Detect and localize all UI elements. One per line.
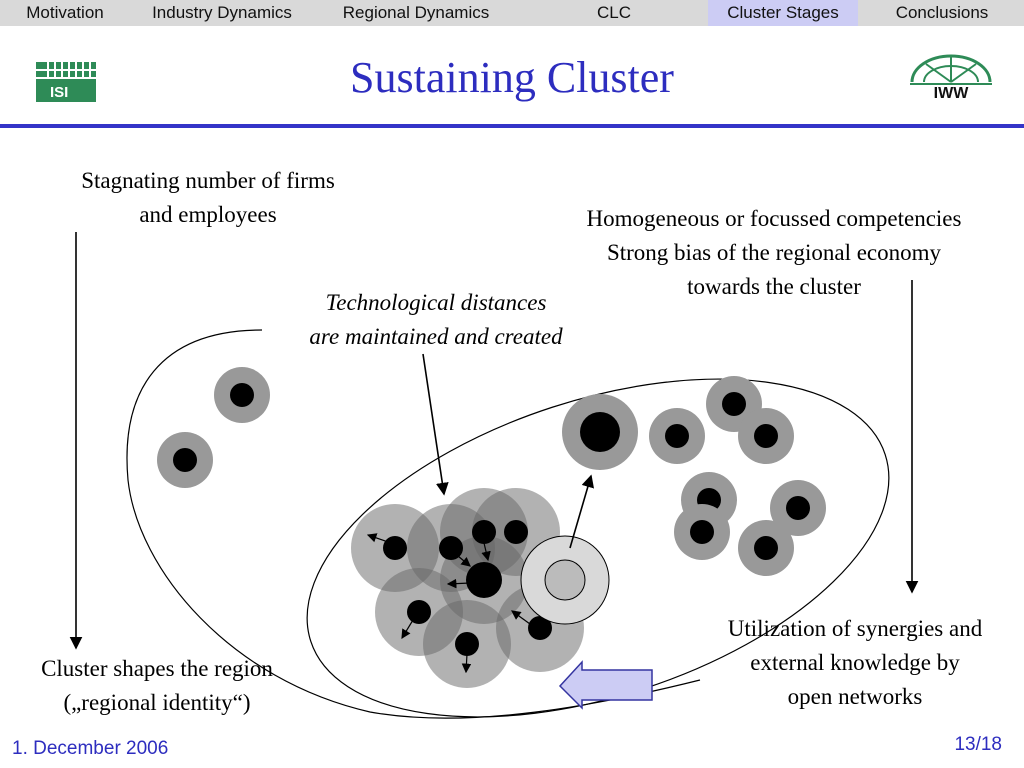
footer-date: 1. December 2006 <box>12 738 169 759</box>
annotation-center: Technological distances are maintained a… <box>268 286 604 354</box>
annotation-bottom-left-line2: („regional identity“) <box>63 690 251 715</box>
nav-cluster-stages[interactable]: Cluster Stages <box>708 0 858 26</box>
annotation-top-right-line2: Strong bias of the regional economy <box>606 240 942 265</box>
region-boundary <box>126 329 701 719</box>
annotation-bottom-right-line3: open networks <box>787 684 923 709</box>
annotation-bottom-right: Utilization of synergies and external kn… <box>692 612 1018 714</box>
annotation-top-left-line1: Stagnating number of firms <box>81 168 335 193</box>
annotation-top-left: Stagnating number of firms and employees <box>40 164 376 232</box>
open-network-arrow <box>558 660 653 710</box>
annotation-bottom-left-line1: Cluster shapes the region <box>41 656 273 681</box>
page-number: 13/18 <box>954 734 1002 755</box>
svg-text:IWW: IWW <box>934 85 970 100</box>
nav-regional-dynamics[interactable]: Regional Dynamics <box>342 3 490 22</box>
nav-industry-dynamics[interactable]: Industry Dynamics <box>152 3 292 22</box>
navigation-bar: Motivation Industry Dynamics Regional Dy… <box>0 0 1024 26</box>
annotation-arrows <box>69 232 919 650</box>
new-firm-inner <box>544 559 586 601</box>
annotation-top-right: Homogeneous or focussed competencies Str… <box>534 202 1014 304</box>
annotation-top-left-line2: and employees <box>139 202 277 227</box>
annotation-center-line1: Technological distances <box>325 290 547 315</box>
isi-logo: ISI <box>36 62 96 102</box>
svg-text:ISI: ISI <box>50 84 68 101</box>
nav-clc[interactable]: CLC <box>596 3 631 22</box>
firm-group <box>157 367 826 576</box>
annotation-top-right-line1: Homogeneous or focussed competencies <box>586 206 962 231</box>
nav-motivation[interactable]: Motivation <box>26 3 104 22</box>
core-cluster-firms <box>383 520 552 656</box>
iww-logo: IWW <box>910 54 992 100</box>
annotation-top-right-line3: towards the cluster <box>687 274 861 299</box>
annotation-center-line2: are maintained and created <box>309 324 563 349</box>
title-rule <box>0 124 1024 128</box>
annotation-bottom-left: Cluster shapes the region („regional ide… <box>4 652 310 720</box>
annotation-bottom-right-line1: Utilization of synergies and <box>727 616 983 641</box>
slide-title: Sustaining Cluster <box>350 53 674 102</box>
annotation-bottom-right-line2: external knowledge by <box>750 650 960 675</box>
nav-conclusions[interactable]: Conclusions <box>895 3 989 22</box>
divergence-arrows <box>366 533 531 674</box>
